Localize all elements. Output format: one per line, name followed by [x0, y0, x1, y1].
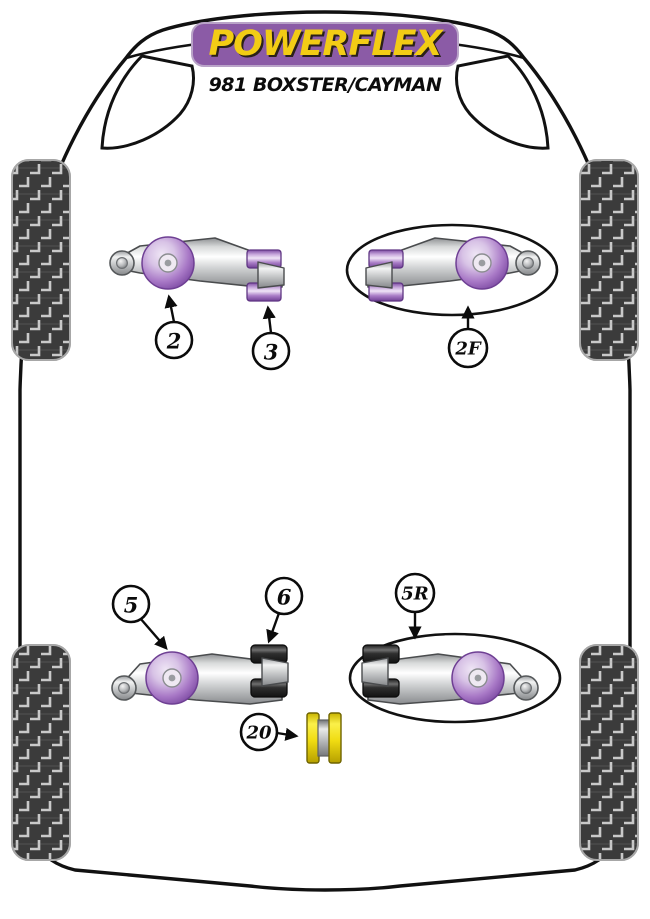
callout-3-label: 3 [264, 340, 279, 365]
callout-20[interactable]: 20 [239, 712, 279, 752]
front-left-arm-assembly [109, 236, 285, 302]
callout-2-label: 2 [166, 329, 182, 354]
bushing-5R-purple [451, 651, 505, 705]
brand-logo: POWERFLEX [0, 22, 650, 67]
bushing-2F-purple [455, 236, 509, 290]
callout-5[interactable]: 5 [111, 584, 151, 624]
rear-right-arm-pivot-eye [513, 675, 539, 701]
front-right-outer-bushing-purple [368, 249, 404, 302]
callout-5R[interactable]: 5R [394, 572, 436, 614]
callout-2[interactable]: 2 [154, 320, 194, 360]
callout-6-label: 6 [277, 585, 292, 610]
callout-2F-label: 2F [454, 339, 482, 360]
left-mirror [100, 54, 195, 150]
bushing-6-black [250, 644, 288, 698]
right-mirror [455, 54, 550, 150]
rear-right-tire [579, 644, 639, 861]
callout-2F[interactable]: 2F [447, 327, 489, 369]
front-right-arm-pivot-eye [515, 250, 541, 276]
vehicle-model-title: 981 BOXSTER/CAYMAN [208, 74, 442, 96]
bushing-20-yellow [306, 712, 342, 764]
callout-3[interactable]: 3 [251, 331, 291, 371]
front-right-arm-assembly [345, 223, 559, 317]
rear-left-tire [11, 644, 71, 861]
rear-right-arm-assembly [348, 632, 562, 724]
front-left-tire [11, 159, 71, 361]
bushing-2-purple [141, 236, 195, 290]
callout-20-label: 20 [245, 723, 272, 744]
brand-name: POWERFLEX [208, 24, 443, 64]
front-right-tire [579, 159, 639, 361]
callout-5-label: 5 [124, 593, 139, 618]
rear-left-arm-assembly [111, 644, 289, 705]
front-left-arm-pivot-eye [109, 250, 135, 276]
brand-plate: POWERFLEX [190, 22, 460, 67]
callout-6[interactable]: 6 [264, 576, 304, 616]
callout-5R-label: 5R [401, 584, 429, 605]
rear-left-arm-pivot-eye [111, 675, 137, 701]
callout-leaders [139, 294, 475, 741]
bushing-5-purple [145, 651, 199, 705]
